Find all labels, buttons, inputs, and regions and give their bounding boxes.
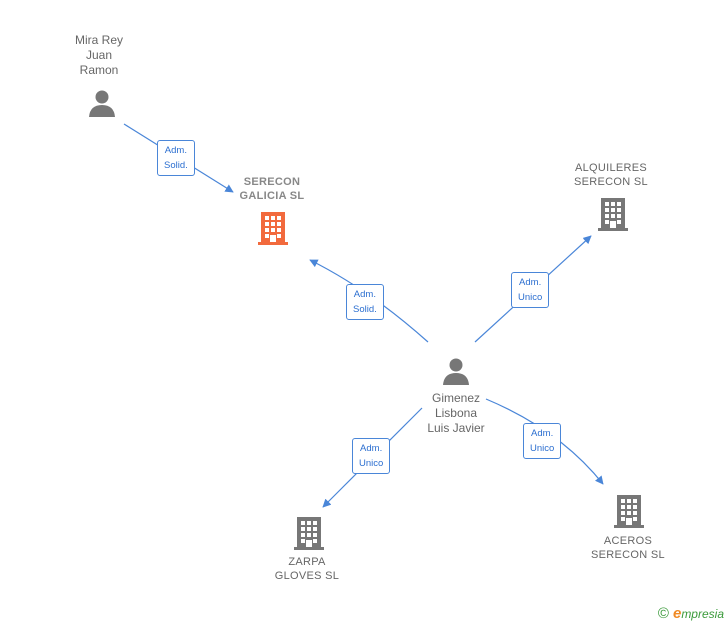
edge-label-gimenez-aceros[interactable]: Adm. Unico [523,423,562,459]
edge-label-gimenez-zarpa[interactable]: Adm. Unico [352,438,391,474]
brand-footer: ©empresia [658,605,724,622]
person-icon[interactable] [87,88,117,118]
copyright-icon: © [657,605,669,622]
company-label-zarpa: ZARPA GLOVES SL [274,556,340,582]
building-icon[interactable] [597,196,629,232]
brand-logo-text: mpresia [681,607,724,621]
edge-label-gimenez-serecon[interactable]: Adm. Solid. [346,284,384,320]
company-label-serecon-galicia: SERECON GALICIA SL [239,176,305,202]
person-icon[interactable] [441,356,471,386]
building-icon[interactable] [293,515,325,551]
company-label-alquileres: ALQUILERES SERECON SL [574,162,648,188]
person-label-gimenez: Gimenez Lisbona Luis Javier [427,391,485,435]
edge-label-mira-serecon[interactable]: Adm. Solid. [157,140,195,176]
building-icon[interactable] [613,493,645,529]
edge-label-gimenez-alquileres[interactable]: Adm. Unico [511,272,550,308]
brand-logo-e: e [672,605,682,622]
person-label-mira: Mira Rey Juan Ramon [74,33,123,77]
building-icon-main[interactable] [257,210,289,246]
company-label-aceros: ACEROS SERECON SL [591,535,665,561]
